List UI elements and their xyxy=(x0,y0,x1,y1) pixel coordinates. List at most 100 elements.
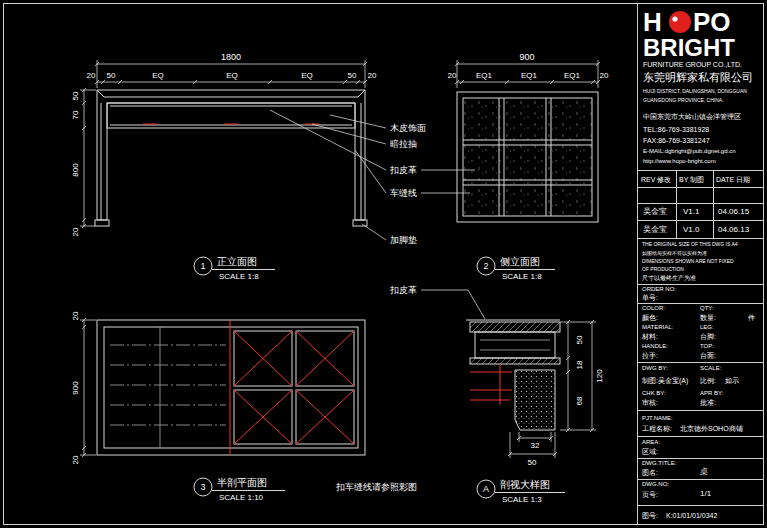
title-block-text: K:01/01/01/0342 xyxy=(666,512,717,519)
title-block-text: ORDER NO: xyxy=(642,286,676,292)
dimension-value: 20 xyxy=(600,72,609,80)
title-block-text: 单号: xyxy=(642,294,658,301)
title-block-text: 04.06.13 xyxy=(718,226,749,234)
dimension-value: 900 xyxy=(72,381,80,394)
title-block-text: SCALE: xyxy=(700,365,721,371)
title-block-text: 台脚: xyxy=(700,333,716,340)
title-block-text: 审核: xyxy=(642,399,658,406)
dimension-value: 50 xyxy=(72,92,80,101)
title-block-text: 台面: xyxy=(700,352,716,359)
title-block-text: 如图纸与实样不符以实样为准 xyxy=(642,251,707,256)
dimension-value: 1800 xyxy=(221,53,241,62)
view-number: 3 xyxy=(200,483,205,492)
dimension-value: EQ xyxy=(301,72,313,80)
title-block-text: 颜色: xyxy=(642,314,658,321)
scale-note: SCALE 1:8 xyxy=(219,273,259,281)
view-title: 半剖平面图 xyxy=(217,478,267,488)
dimension-value: EQ1 xyxy=(521,72,537,80)
dimension-value: 20 xyxy=(72,456,80,465)
title-block-text: 比例: xyxy=(700,377,716,384)
title-block-text: DWG.TITLE: xyxy=(642,460,676,466)
title-block-text: THE ORIGINAL SIZE OF THIS DWG IS A4 xyxy=(642,242,738,247)
callout-label: 加脚垫 xyxy=(390,236,417,245)
title-block-text: TOP: xyxy=(700,343,714,349)
title-block-text: 制图:吴金宝(A) xyxy=(642,377,688,384)
dimension-value: 20 xyxy=(368,72,377,80)
title-block-text: 图号: xyxy=(642,512,658,519)
title-block-text: 如示 xyxy=(725,377,739,384)
view-title: 剖视大样图 xyxy=(500,480,550,490)
title-block-text: 材料: xyxy=(642,333,658,340)
callout-label: 车缝线 xyxy=(390,189,417,198)
title-block-text: 件 xyxy=(748,314,755,321)
view-number: 2 xyxy=(483,262,488,271)
callout-label: 扣车缝线请参照彩图 xyxy=(336,483,417,492)
title-block-text: FAX:86-769-3381247 xyxy=(643,137,710,144)
title-block-text: OF PRODUCTION xyxy=(642,267,684,272)
title-block-text: 工程名称: xyxy=(642,425,672,432)
title-block-text: 东莞明辉家私有限公司 xyxy=(643,72,753,83)
dimension-value: EQ1 xyxy=(564,72,580,80)
dimension-value: 18 xyxy=(576,361,584,370)
dimension-value: 50 xyxy=(576,336,584,345)
title-block-text: 中国东莞市大岭山镇会洋管理区 xyxy=(643,113,741,120)
half-section-plan xyxy=(97,320,365,455)
title-block-text: LEG: xyxy=(700,324,714,330)
dimension-value: EQ1 xyxy=(476,72,492,80)
dimension-value: 20 xyxy=(72,312,80,321)
scale-note: SCALE 1:8 xyxy=(502,273,542,281)
dimension-value: 68 xyxy=(576,397,584,406)
dimension-value: 120 xyxy=(596,369,604,382)
title-block-text: 吴金宝 xyxy=(643,226,667,234)
dimension-value: 800 xyxy=(72,163,80,176)
dimension-value: 20 xyxy=(448,72,457,80)
title-block-text: 桌 xyxy=(700,468,708,476)
title-block-text: COLOR: xyxy=(642,305,665,311)
title-block-text: CHK BY: xyxy=(642,390,666,396)
dimension-value: 50 xyxy=(528,459,537,467)
title-block-text: E-MAIL:dgbright@pub.dgnet.gd.cn xyxy=(643,148,735,154)
dimension-value: 20 xyxy=(87,72,96,80)
title-block-text: GUANGDONG PROVINCE, CHINA. xyxy=(643,98,724,103)
leader-lines xyxy=(270,110,485,319)
dimension-value: 70 xyxy=(72,111,80,120)
scale-note: SCALE 1:10 xyxy=(219,494,263,502)
title-block-text: 吴金宝 xyxy=(643,208,667,216)
title-block-text: MATERIAL: xyxy=(642,324,673,330)
title-block-text: FURNITURE GROUP CO.,LTD. xyxy=(643,61,742,68)
title-block-text: 04.06.15 xyxy=(718,208,749,216)
title-block-text: DIMENSIONS SHOWN ARE NOT FIXED xyxy=(642,259,734,264)
dimension-value: 32 xyxy=(531,442,540,450)
view-title: 正立面图 xyxy=(217,257,257,267)
title-block-text: DWG.NO: xyxy=(642,481,669,487)
title-block-text: HANDLE: xyxy=(642,343,668,349)
title-block-text: 北京德外SOHO商铺 xyxy=(680,425,743,432)
title-block-text: 页号: xyxy=(642,491,658,498)
dimension-value: EQ xyxy=(226,72,238,80)
view-number: A xyxy=(483,485,489,494)
title-block-text: 尺寸以最终生产为准 xyxy=(642,275,696,281)
title-block-text: BY 制图 xyxy=(679,176,704,183)
title-block-text: AREA: xyxy=(642,439,660,445)
title-block-text: APR BY: xyxy=(700,390,723,396)
title-block-text: V1.1 xyxy=(683,208,699,216)
title-block-text: http://www.hopo-bright.com xyxy=(643,158,716,164)
dimension-value: 900 xyxy=(519,53,534,62)
side-elevation xyxy=(457,92,598,222)
dimension-value: 50 xyxy=(348,72,357,80)
title-block-text: DWG BY: xyxy=(642,365,668,371)
title-block-text: HUIJI DISTRICT, DALINGSHAN, DONGGUAN xyxy=(643,89,747,94)
title-block-text: V1.0 xyxy=(683,226,699,234)
title-block-text: DATE 日期 xyxy=(716,176,750,183)
title-block-text: 批准: xyxy=(700,399,716,406)
dimension-value: EQ xyxy=(152,72,164,80)
sheet-frame xyxy=(4,4,764,525)
logo-text: PO xyxy=(693,9,731,35)
callout-label: 暗拉抽 xyxy=(390,140,417,149)
dimension-value: 20 xyxy=(72,228,80,237)
callout-label: 扣皮革 xyxy=(390,286,417,295)
dimension-lines xyxy=(80,60,600,458)
title-block-text: 拉手: xyxy=(642,352,658,359)
title-block-text: PJT.NAME: xyxy=(642,415,673,421)
